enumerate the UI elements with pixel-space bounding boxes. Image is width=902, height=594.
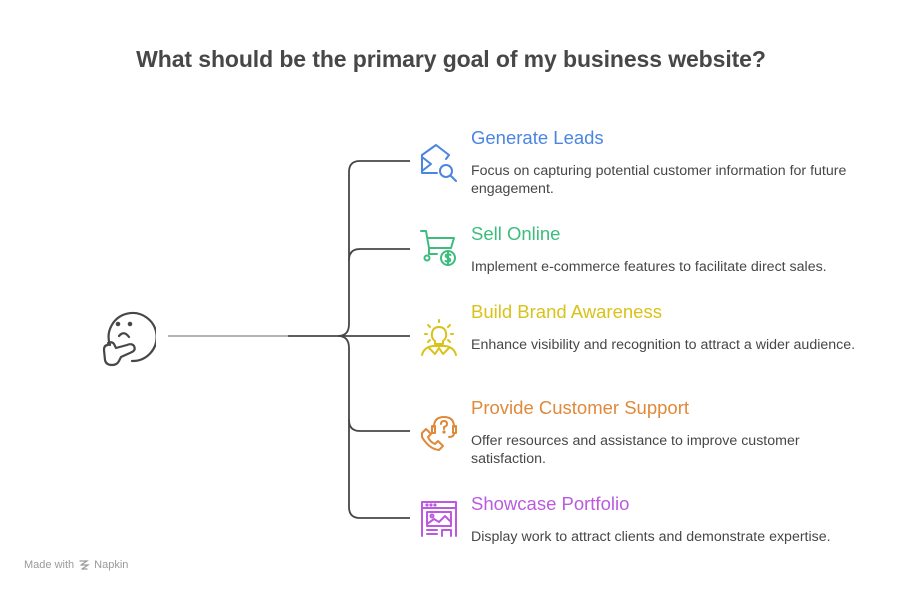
item-title-provide-customer-support: Provide Customer Support xyxy=(471,397,689,418)
cart-dollar-icon xyxy=(420,230,456,266)
item-title-sell-online: Sell Online xyxy=(471,223,561,244)
lightbulb-person-icon xyxy=(421,319,457,356)
thinking-face-icon xyxy=(102,311,156,367)
item-desc-build-brand-awareness: Enhance visibility and recognition to at… xyxy=(471,337,856,353)
item-desc-showcase-portfolio: Display work to attract clients and demo… xyxy=(471,529,831,545)
phone-headset-question-icon xyxy=(421,416,457,451)
item-title-showcase-portfolio: Showcase Portfolio xyxy=(471,493,630,514)
envelope-search-icon xyxy=(421,144,457,182)
diagram-title: What should be the primary goal of my bu… xyxy=(136,46,766,72)
item-title-generate-leads: Generate Leads xyxy=(471,127,604,148)
made-with-napkin-footer[interactable]: Made with Napkin xyxy=(24,559,128,571)
browser-image-icon xyxy=(421,501,457,537)
item-desc-generate-leads: Focus on capturing potential customer in… xyxy=(471,163,847,197)
item-title-build-brand-awareness: Build Brand Awareness xyxy=(471,301,662,322)
item-desc-provide-customer-support: Offer resources and assistance to improv… xyxy=(471,433,800,467)
item-desc-sell-online: Implement e-commerce features to facilit… xyxy=(471,259,827,275)
made-with-label: Made with xyxy=(24,559,75,571)
napkin-logo-icon xyxy=(79,560,91,570)
napkin-brand-label: Napkin xyxy=(94,559,129,571)
